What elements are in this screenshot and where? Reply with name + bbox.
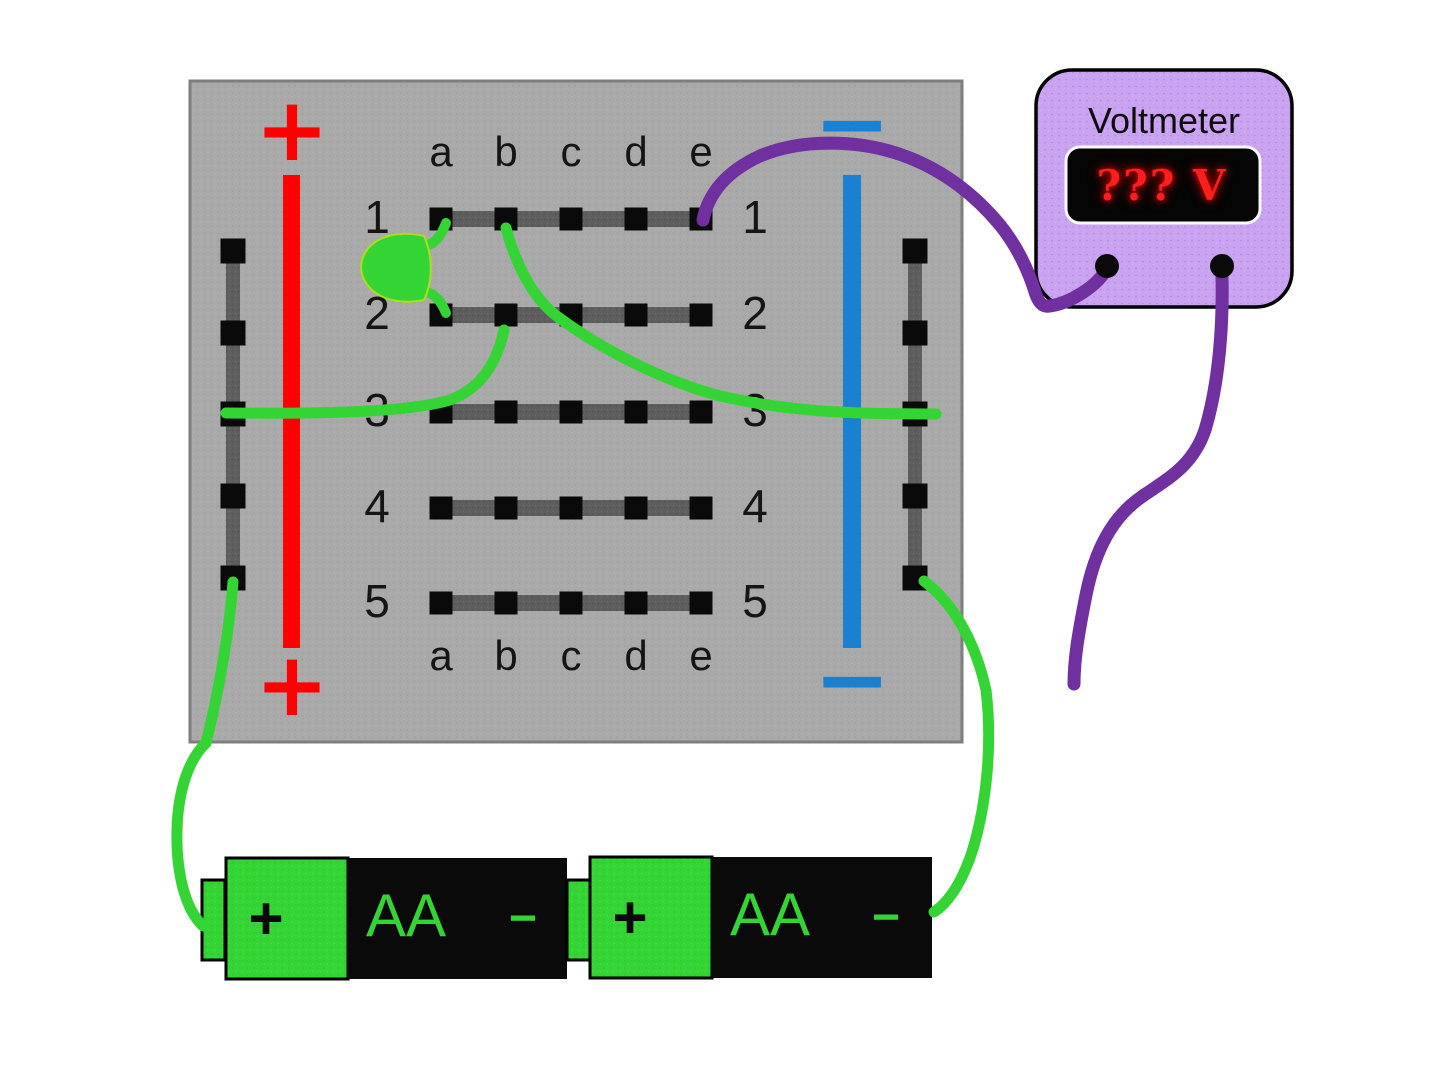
hole-e5[interactable]	[689, 591, 713, 615]
hole-d2[interactable]	[624, 303, 648, 327]
battery2-minus-label: −	[872, 891, 900, 944]
hole-c1[interactable]	[559, 207, 583, 231]
hole-e3[interactable]	[689, 400, 713, 424]
left-bus-row-2[interactable]	[220, 320, 246, 346]
negative-rail-minus-bottom-icon: −	[813, 626, 890, 733]
battery1-body[interactable]	[348, 858, 567, 979]
voltmeter-display	[1064, 145, 1262, 225]
hole-b3[interactable]	[494, 400, 518, 424]
voltmeter-left-terminal[interactable]	[1095, 254, 1119, 278]
positive-rail-plus-top-icon: +	[255, 78, 329, 181]
green-wire-left-bus-5-to-battery1-positive[interactable]	[171, 576, 239, 932]
battery1-minus-label: −	[509, 892, 537, 945]
hole-e4[interactable]	[689, 496, 713, 520]
battery-1[interactable]: + AA −	[200, 856, 567, 981]
column-label-d-top: d	[624, 128, 647, 175]
column-label-c-bottom: c	[561, 632, 582, 679]
hole-a4[interactable]	[429, 496, 453, 520]
battery-pack[interactable]: + AA − + AA −	[200, 855, 932, 981]
row-label-5-right: 5	[742, 575, 768, 627]
green-wire-right-bus-5-to-battery2-negative[interactable]	[918, 575, 995, 918]
hole-b1[interactable]	[494, 207, 518, 231]
right-bus-row-2[interactable]	[902, 320, 928, 346]
hole-a5[interactable]	[429, 591, 453, 615]
hole-d4[interactable]	[624, 496, 648, 520]
battery2-body[interactable]	[712, 857, 932, 978]
voltmeter-right-terminal[interactable]	[1210, 254, 1234, 278]
wires	[171, 136, 1229, 932]
purple-wire-e1-to-voltmeter-left[interactable]	[696, 136, 1114, 313]
grid-holes	[429, 207, 713, 615]
hole-d5[interactable]	[624, 591, 648, 615]
left-bus-row-4[interactable]	[220, 483, 246, 509]
hole-e2[interactable]	[689, 303, 713, 327]
column-label-e-bottom: e	[689, 632, 712, 679]
column-label-b-bottom: b	[494, 632, 517, 679]
negative-rail-minus-top-icon: −	[813, 70, 890, 177]
row-label-3-right: 3	[742, 384, 768, 436]
right-bus-row-1[interactable]	[902, 238, 928, 264]
row-label-2-right: 2	[742, 287, 768, 339]
voltmeter-terminals	[1095, 254, 1234, 278]
battery1-plus-label: +	[248, 885, 283, 952]
voltmeter-title: Voltmeter	[1088, 100, 1240, 141]
hole-b2[interactable]	[494, 303, 518, 327]
battery-2[interactable]: + AA −	[565, 855, 932, 980]
green-led[interactable]	[359, 218, 451, 318]
column-label-c-top: c	[561, 128, 582, 175]
hole-d3[interactable]	[624, 400, 648, 424]
row-label-4-left: 4	[364, 480, 390, 532]
led-bulb[interactable]	[359, 232, 432, 303]
battery1-positive-cap[interactable]	[224, 856, 350, 981]
row-label-1-left: 1	[364, 191, 390, 243]
voltmeter[interactable]: Voltmeter ??? V	[1034, 68, 1294, 309]
battery1-type-label: AA	[366, 882, 446, 949]
battery1-positive-nub[interactable]	[200, 878, 227, 962]
positive-rail-plus-bottom-icon: +	[255, 633, 329, 736]
purple-wire-voltmeter-right-free-end[interactable]	[1067, 271, 1229, 691]
battery2-positive-cap[interactable]	[588, 855, 714, 980]
green-wire-b1-to-right-bus-3[interactable]	[500, 222, 942, 420]
column-label-a-top: a	[429, 128, 453, 175]
battery2-positive-nub[interactable]	[565, 878, 592, 962]
hole-c4[interactable]	[559, 496, 583, 520]
green-wire-b2-to-left-bus-3[interactable]	[220, 324, 510, 419]
column-label-d-bottom: d	[624, 632, 647, 679]
battery2-type-label: AA	[730, 881, 810, 948]
hole-d1[interactable]	[624, 207, 648, 231]
column-label-e-top: e	[689, 128, 712, 175]
column-label-b-top: b	[494, 128, 517, 175]
voltmeter-display-value: ??? V	[1096, 161, 1227, 210]
row-label-5-left: 5	[364, 575, 390, 627]
hole-b4[interactable]	[494, 496, 518, 520]
hole-c3[interactable]	[559, 400, 583, 424]
row-label-4-right: 4	[742, 480, 768, 532]
hole-b5[interactable]	[494, 591, 518, 615]
row-label-1-right: 1	[742, 191, 768, 243]
right-bus-row-4[interactable]	[902, 483, 928, 509]
hole-c5[interactable]	[559, 591, 583, 615]
column-label-a-bottom: a	[429, 632, 453, 679]
battery2-plus-label: +	[612, 884, 647, 951]
left-bus-row-1[interactable]	[220, 238, 246, 264]
